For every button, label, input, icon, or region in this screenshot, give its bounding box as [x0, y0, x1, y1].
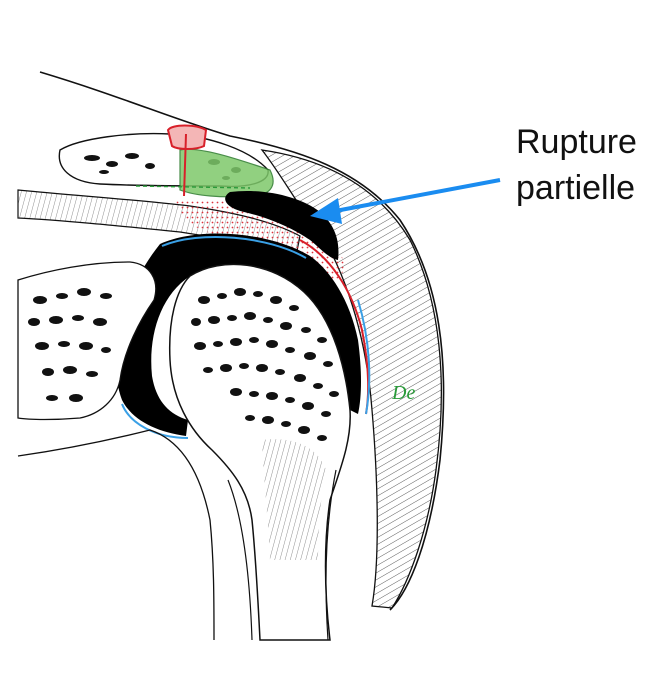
joint-space-black: [116, 233, 361, 436]
humerus-cortex-left: [227, 479, 253, 641]
humerus-trabeculae: [191, 288, 339, 441]
green-ligament-dash: [135, 185, 251, 189]
axilla-contour: [17, 429, 215, 641]
tear-black: [225, 190, 339, 260]
ac-joint-capsule: [166, 124, 208, 150]
cartilage-blue-2: [121, 403, 189, 439]
humerus-cortex-right: [325, 469, 337, 641]
annotation-label-line2: partielle: [516, 169, 636, 207]
humerus-shaft-hatch: [262, 439, 326, 560]
ac-joint-line: [183, 133, 187, 197]
green-ligament: [179, 148, 274, 198]
annotation-arrow-head: [310, 198, 342, 224]
annotation-label-line1: Rupture: [516, 123, 637, 161]
cartilage-blue-3: [357, 299, 371, 415]
cartilage-blue-1: [161, 235, 307, 259]
scapula-trabeculae: [28, 288, 112, 402]
scapula: [17, 261, 157, 421]
deltoid-label: De: [392, 382, 416, 404]
skin-outline: [39, 71, 445, 611]
annotation-arrow-shaft: [329, 178, 501, 214]
